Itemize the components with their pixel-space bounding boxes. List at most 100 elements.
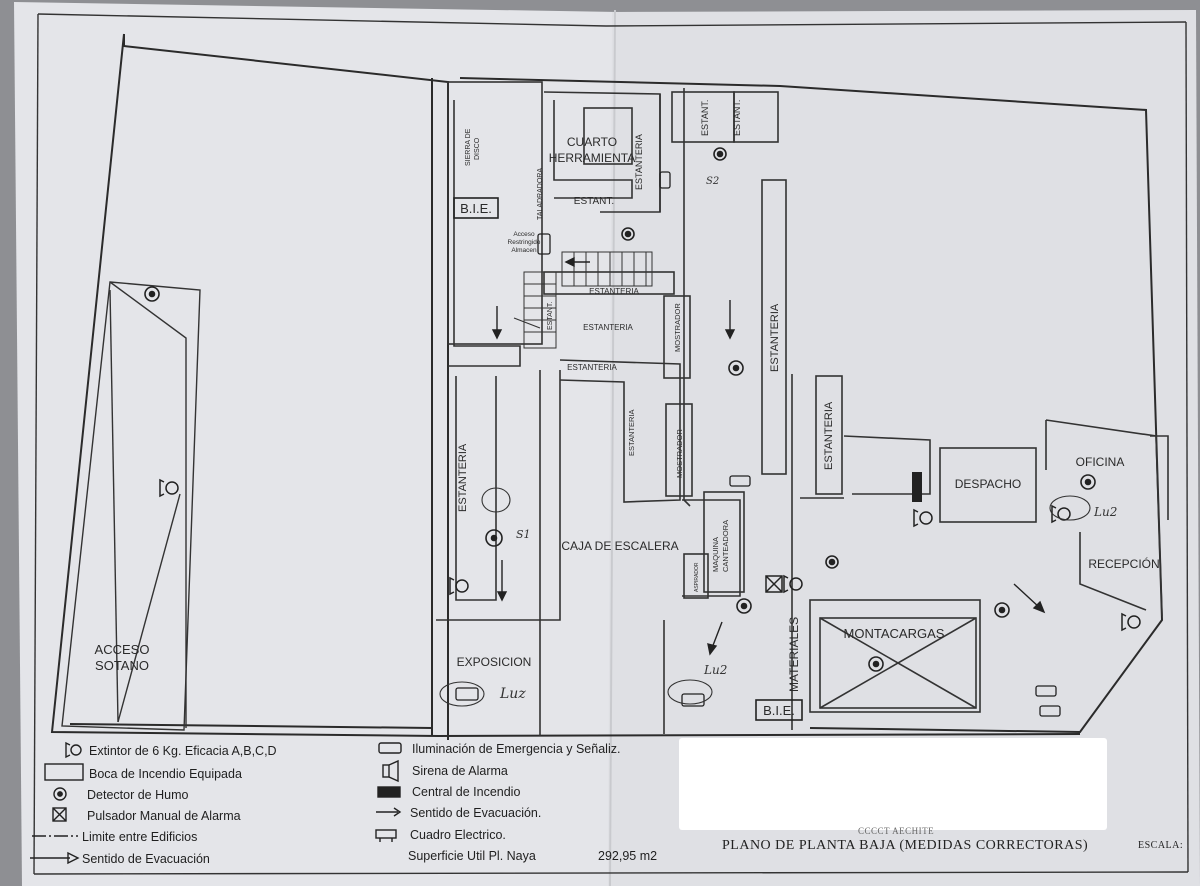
caja-escalera-label: CAJA DE ESCALERA bbox=[561, 539, 678, 553]
store-walls bbox=[436, 81, 844, 736]
estant-label: ESTANT. bbox=[700, 100, 710, 136]
fire-panel-icon bbox=[912, 472, 922, 502]
emergency-light-icon bbox=[1039, 705, 1061, 717]
legend-icons bbox=[30, 741, 402, 865]
acceso-restringido-label: Acceso bbox=[513, 231, 535, 238]
area-label: Superficie Util Pl. Naya bbox=[408, 849, 536, 863]
manual-alarm-icon bbox=[765, 575, 783, 593]
extinguishers bbox=[159, 478, 1141, 632]
legend-item-fire-panel: Central de Incendio bbox=[412, 785, 521, 799]
cuarto-label: HERRAMIENTA bbox=[549, 151, 635, 165]
smoke-detector-icon bbox=[53, 787, 67, 801]
svg-text:B.I.E.: B.I.E. bbox=[763, 703, 795, 718]
taladradora-label: TALADRADORA bbox=[537, 168, 544, 220]
maquina-label: CANTEADORA bbox=[721, 520, 730, 572]
handwritten-luz: Lu2 bbox=[703, 663, 727, 677]
bie-icon bbox=[44, 763, 84, 781]
estant-label: ESTANT. bbox=[732, 100, 742, 136]
handwritten-s2: S2 bbox=[706, 176, 719, 187]
siren-icon bbox=[382, 759, 399, 783]
legend-item-bie: Boca de Incendio Equipada bbox=[89, 767, 242, 781]
legend-item-electrical-panel: Cuadro Electrico. bbox=[410, 828, 506, 842]
fire-panel-icon bbox=[377, 786, 401, 798]
paper-left-sheet bbox=[14, 2, 618, 886]
extinguisher-icon bbox=[65, 741, 82, 759]
smoke-detector-icon bbox=[713, 147, 727, 161]
despacho-label: DESPACHO bbox=[955, 477, 1021, 491]
svg-text:B.I.E.: B.I.E. bbox=[460, 201, 492, 216]
cuarto-label: CUARTO bbox=[567, 135, 617, 149]
legend-item-smoke-detector: Detector de Humo bbox=[87, 788, 189, 802]
handwritten-marks bbox=[439, 317, 1091, 707]
legend-item-emergency-light: Iluminación de Emergencia y Señaliz. bbox=[412, 742, 621, 756]
estant-label: ESTANT. bbox=[574, 196, 614, 207]
handwritten-luz: Lu2 bbox=[1093, 505, 1117, 519]
aspirador-label: ASPIRADOR bbox=[694, 562, 700, 592]
smoke-detector-icon bbox=[825, 555, 839, 569]
extinguisher-icon bbox=[449, 576, 469, 596]
room-labels: ACCESO SOTANO SIERRA DE DISCO CUARTO HER… bbox=[95, 100, 1160, 692]
handwritten-luz: Luz bbox=[499, 686, 526, 702]
stairs bbox=[523, 251, 653, 349]
smoke-detector-icon bbox=[144, 286, 160, 302]
mostrador-label: MOSTRADOR bbox=[673, 303, 682, 352]
smoke-detector-icon bbox=[994, 602, 1010, 618]
sierra-label: DISCO bbox=[474, 137, 481, 160]
area-value: 292,95 m2 bbox=[598, 849, 658, 863]
legend-item-evacuation: Sentido de Evacuación bbox=[82, 852, 210, 866]
extinguisher-icon bbox=[783, 574, 803, 594]
evacuation-arrow-icon bbox=[30, 851, 80, 865]
smoke-detector-icon bbox=[485, 529, 503, 547]
estanteria-label: ESTANTERIA bbox=[589, 287, 639, 296]
materiales-label: MATERIALES bbox=[787, 617, 801, 692]
acceso-restringido-label: Restringido bbox=[508, 239, 541, 246]
legend-item-building-limit: Limite entre Edificios bbox=[82, 830, 198, 844]
legend-item-extinguisher: Extintor de 6 Kg. Eficacia A,B,C,D bbox=[89, 744, 277, 758]
mostrador-label: MOSTRADOR bbox=[675, 429, 684, 478]
emergency-lights bbox=[455, 171, 1061, 717]
legend-item-siren: Sirena de Alarma bbox=[412, 764, 508, 778]
legend-item-evacuation-route: Sentido de Evacuación. bbox=[410, 806, 542, 820]
paper-fold bbox=[609, 9, 616, 886]
manual-alarm-icon bbox=[52, 807, 67, 822]
emergency-light-icon bbox=[659, 171, 671, 189]
redacted-block bbox=[679, 738, 1107, 830]
bie-icon bbox=[453, 197, 499, 219]
basement-ramp bbox=[61, 281, 201, 731]
extinguisher-icon bbox=[913, 508, 933, 528]
electrical-panel-icon bbox=[375, 829, 397, 842]
extinguisher-icon bbox=[159, 478, 179, 498]
handwritten-text: S1 S2 Luz Lu2 Lu2 bbox=[499, 176, 1117, 702]
plan-frame bbox=[33, 13, 1189, 875]
smoke-detector-icon bbox=[868, 656, 884, 672]
smoke-detector-icon bbox=[736, 598, 752, 614]
emergency-light-icon bbox=[1035, 685, 1057, 697]
emergency-light-icon bbox=[537, 233, 551, 255]
plan-title: PLANO DE PLANTA BAJA (MEDIDAS CORRECTORA… bbox=[722, 838, 1089, 853]
recepcion-label: RECEPCIÓN bbox=[1088, 556, 1159, 571]
estant-label: ESTANT. bbox=[547, 302, 554, 330]
emergency-light-icon bbox=[378, 742, 402, 754]
estanteria-label: ESTANTERIA bbox=[823, 401, 835, 470]
exposicion-label: EXPOSICION bbox=[457, 655, 532, 669]
montacargas-label: MONTACARGAS bbox=[844, 626, 945, 641]
evacuation-arrows bbox=[491, 256, 1046, 656]
emergency-light-icon bbox=[455, 687, 479, 701]
emergency-light-icon bbox=[681, 693, 705, 707]
bie-boxes: B.I.E. B.I.E. bbox=[453, 197, 803, 721]
oficina-label: OFICINA bbox=[1076, 455, 1125, 469]
evacuation-route-icon bbox=[376, 807, 402, 817]
estanteria-label: ESTANTERIA bbox=[583, 323, 633, 332]
estanteria-label: ESTANTERIA bbox=[627, 409, 636, 456]
legend-item-manual-alarm: Pulsador Manual de Alarma bbox=[87, 809, 241, 823]
sierra-label: SIERRA DE bbox=[465, 128, 472, 166]
acceso-sotano-label: ACCESO bbox=[95, 642, 150, 657]
stamp-text: CCCCT AECHITE bbox=[858, 826, 935, 836]
maquina-label: MAQUINA bbox=[711, 537, 720, 572]
emergency-light-icon bbox=[729, 475, 751, 487]
extinguisher-icon bbox=[1121, 612, 1141, 632]
estanteria-label: ESTANTERIA bbox=[769, 303, 781, 372]
smoke-detector-icon bbox=[1080, 474, 1096, 490]
bie-icon bbox=[755, 699, 803, 721]
